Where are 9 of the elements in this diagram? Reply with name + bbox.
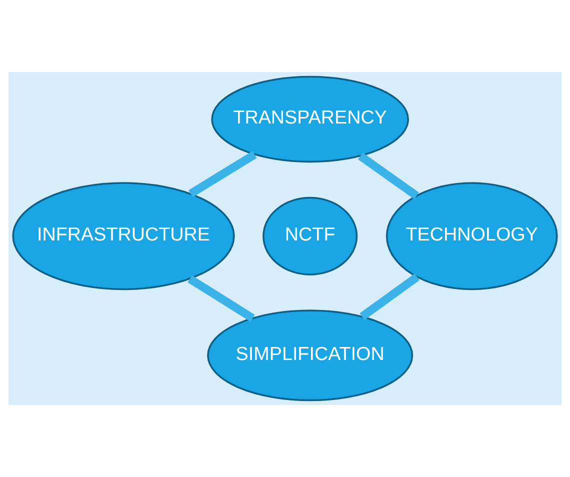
connector	[360, 274, 420, 320]
node-ellipse: SIMPLIFICATION	[207, 310, 414, 402]
connector	[188, 150, 257, 198]
node-ellipse: INFRASTRUCTURE	[12, 182, 235, 290]
node-ellipse: TRANSPARENCY	[211, 76, 409, 163]
node-ellipse: NCTF	[262, 196, 358, 276]
node-ellipse: TECHNOLOGY	[386, 182, 558, 290]
connector	[358, 152, 419, 200]
connector	[188, 275, 255, 322]
